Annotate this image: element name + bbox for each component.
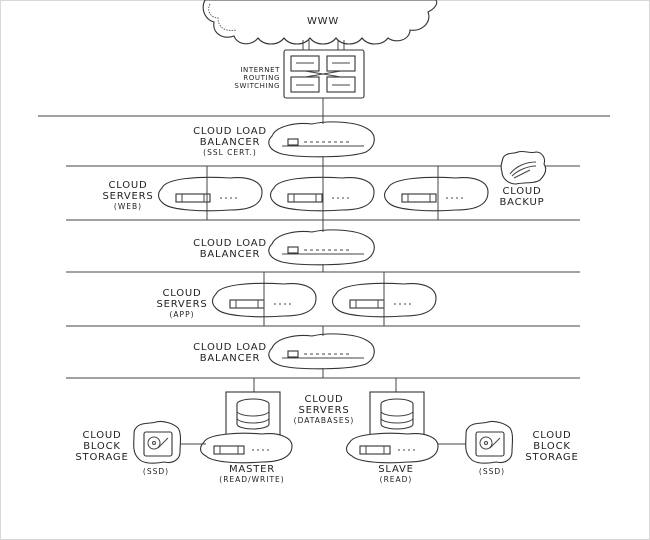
master-db-server xyxy=(199,391,293,464)
master-label: MASTER xyxy=(229,464,275,475)
master-sub: (READ/WRITE) xyxy=(219,475,284,484)
storage-left-label-1: CLOUD xyxy=(82,430,121,441)
lb3-label-1: CLOUD LOAD xyxy=(193,342,267,353)
cloud-backup-device xyxy=(500,150,547,185)
load-balancer-ssl xyxy=(268,121,375,158)
block-storage-right xyxy=(465,420,514,464)
backup-label-1: CLOUD xyxy=(502,186,541,197)
storage-right-label-2: BLOCK xyxy=(533,441,571,452)
db-label-2: SERVERS xyxy=(298,405,349,416)
lb1-label-2: BALANCER xyxy=(200,137,260,148)
storage-right-sub: (SSD) xyxy=(479,467,505,476)
app-sub: (APP) xyxy=(169,310,194,319)
lb1-sub: (SSL CERT.) xyxy=(203,148,257,157)
app-label-2: SERVERS xyxy=(156,299,207,310)
slave-sub: (READ) xyxy=(380,475,413,484)
db-sub: (DATABASES) xyxy=(294,416,355,425)
db-label-1: CLOUD xyxy=(304,394,343,405)
storage-left-label-3: STORAGE xyxy=(75,452,128,463)
web-server-3 xyxy=(383,176,489,212)
internet-cloud: WWW xyxy=(202,0,438,45)
routing-switch xyxy=(283,49,365,99)
lb3-label-2: BALANCER xyxy=(200,353,260,364)
storage-left-label-2: BLOCK xyxy=(83,441,121,452)
web-server-1 xyxy=(157,176,263,212)
web-label-1: CLOUD xyxy=(108,180,147,191)
load-balancer-2 xyxy=(268,229,375,266)
web-server-2 xyxy=(269,176,375,212)
routing-label-2: ROUTING xyxy=(243,74,280,82)
slave-label: SLAVE xyxy=(378,464,414,475)
slave-db-server xyxy=(345,391,439,464)
app-label-1: CLOUD xyxy=(162,288,201,299)
web-sub: (WEB) xyxy=(114,202,142,211)
storage-right-label-3: STORAGE xyxy=(525,452,578,463)
www-label: WWW xyxy=(307,16,339,27)
lb2-label-1: CLOUD LOAD xyxy=(193,238,267,249)
lb2-label-2: BALANCER xyxy=(200,249,260,260)
load-balancer-3 xyxy=(268,333,375,370)
storage-left-sub: (SSD) xyxy=(143,467,169,476)
backup-label-2: BACKUP xyxy=(500,197,545,208)
web-label-2: SERVERS xyxy=(102,191,153,202)
routing-label-1: INTERNET xyxy=(240,66,280,74)
lb1-label-1: CLOUD LOAD xyxy=(193,126,267,137)
storage-right-label-1: CLOUD xyxy=(532,430,571,441)
block-storage-left xyxy=(133,420,182,464)
routing-label-3: SWITCHING xyxy=(234,82,280,90)
